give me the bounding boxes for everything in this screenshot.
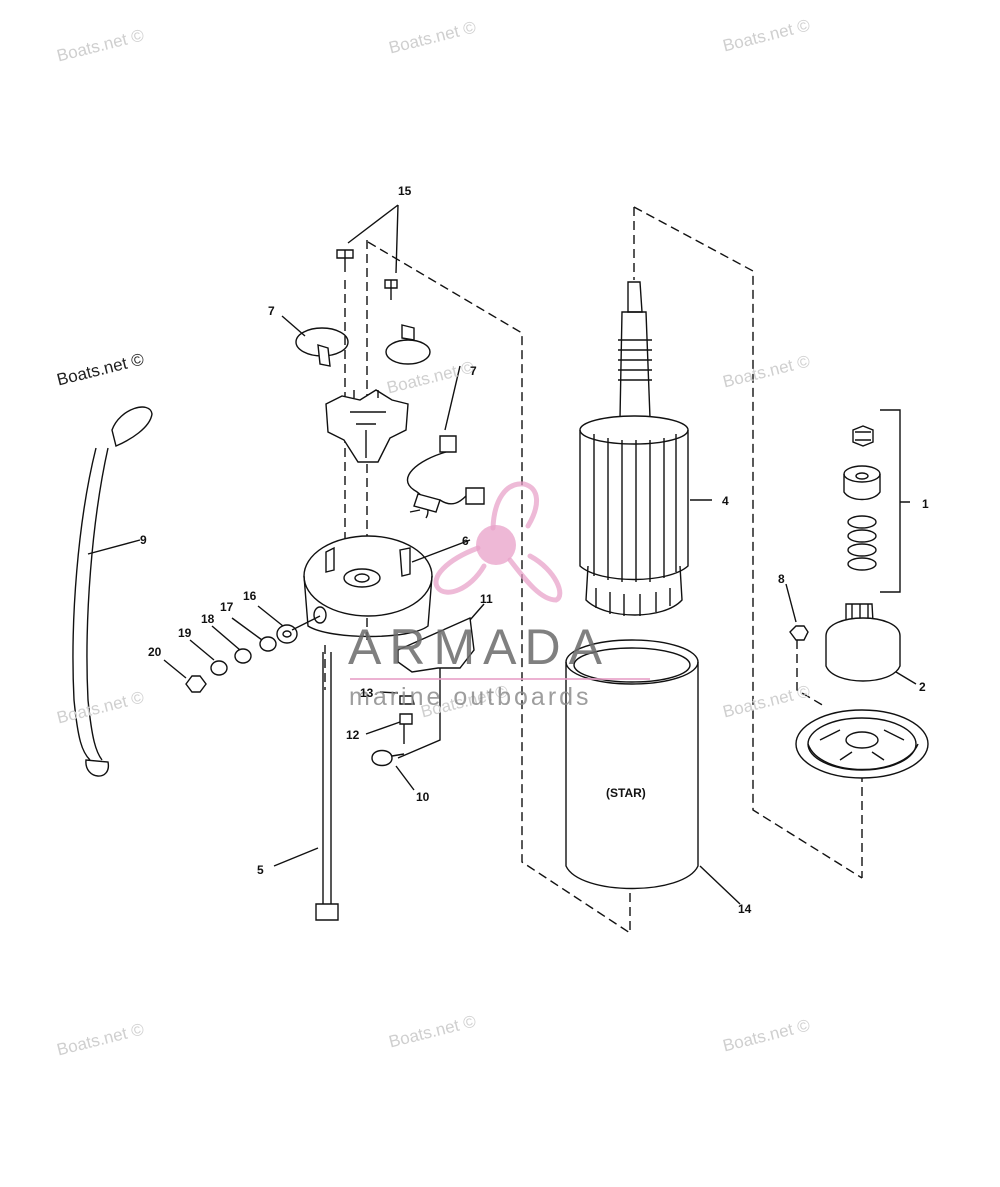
housing-label: (STAR)	[606, 786, 646, 800]
callout-8: 8	[778, 572, 785, 586]
brand-tagline: marine outboards	[349, 683, 592, 711]
callout-20: 20	[148, 645, 162, 659]
callout-13: 13	[360, 686, 374, 700]
callout-16: 16	[243, 589, 257, 603]
callout-7a: 7	[268, 304, 275, 318]
callout-11: 11	[480, 592, 493, 606]
assembly-line-d	[633, 206, 863, 879]
callout-19: 19	[178, 626, 192, 640]
callout-2: 2	[919, 680, 926, 694]
callout-12: 12	[346, 728, 360, 742]
callout-7b: 7	[470, 364, 477, 378]
callout-9: 9	[140, 533, 147, 547]
callout-5: 5	[257, 863, 264, 877]
callout-10: 10	[416, 790, 430, 804]
brand-name: ARMADA	[348, 619, 610, 675]
callout-14: 14	[738, 902, 752, 916]
brand-logo-mark	[433, 481, 563, 603]
assembly-line-b	[367, 241, 631, 934]
callout-18: 18	[201, 612, 215, 626]
callout-4: 4	[722, 494, 729, 508]
callout-17: 17	[220, 600, 234, 614]
callout-6: 6	[462, 534, 469, 548]
callout-15: 15	[398, 184, 412, 198]
brand-logo-hub	[476, 525, 516, 565]
callout-1: 1	[922, 497, 929, 511]
